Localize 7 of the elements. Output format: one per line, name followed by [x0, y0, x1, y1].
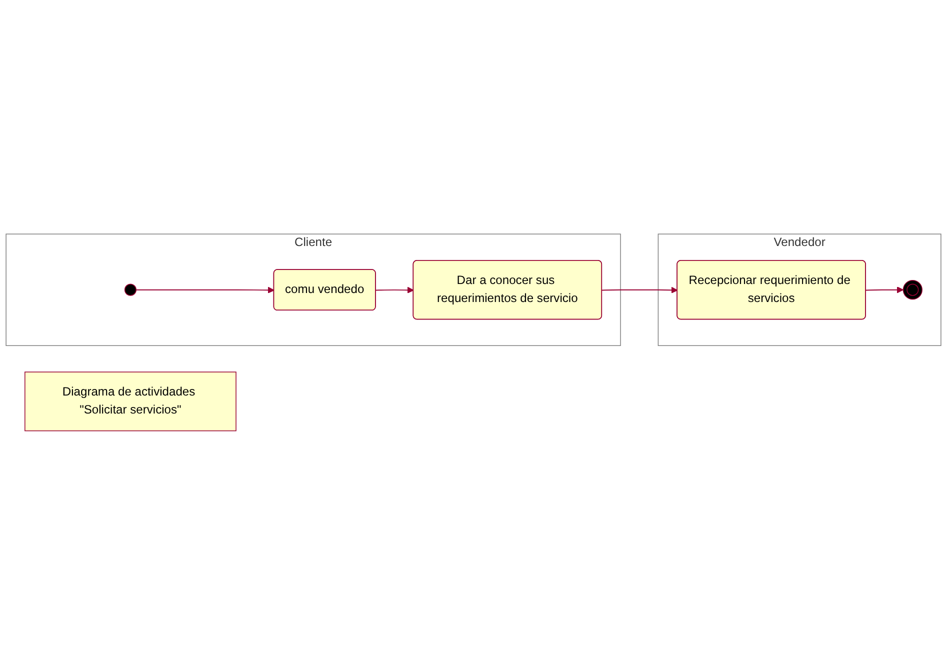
- arrow: [136, 286, 274, 293]
- arrow: [865, 286, 904, 293]
- arrow: [375, 286, 414, 293]
- node-box: Diagrama de actividades "Solicitar servicios": [24, 371, 236, 431]
- node-circle: [902, 280, 922, 300]
- node-circle: [124, 283, 136, 296]
- arrow: [602, 286, 678, 293]
